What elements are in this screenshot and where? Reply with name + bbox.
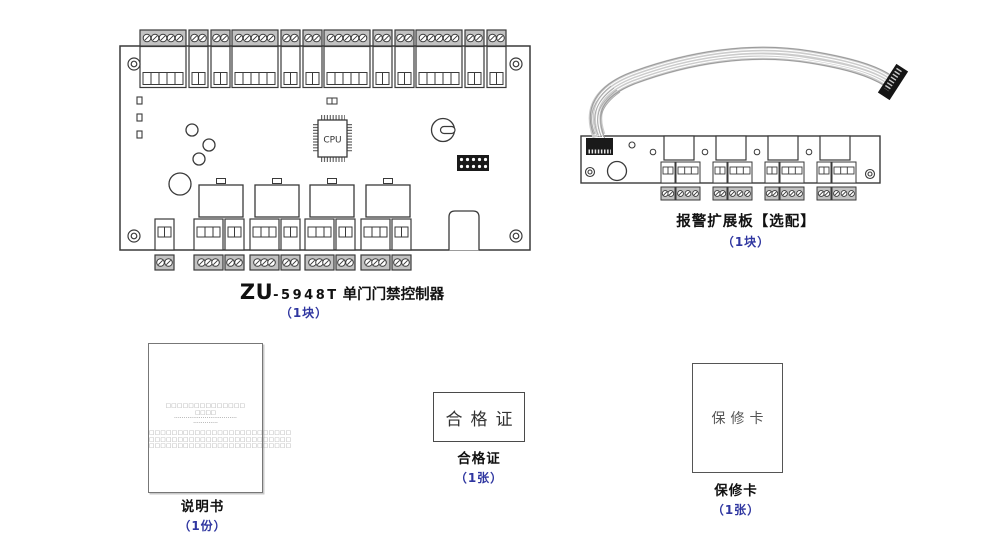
- manual-placeholder-line: ·············: [193, 420, 218, 427]
- manual-name: 说明书: [180, 499, 225, 515]
- certificate-card-text: 合格证: [445, 409, 521, 430]
- certificate-card: 合格证: [433, 392, 525, 442]
- ribbon-cable: [588, 46, 891, 139]
- warranty-qty: （1张）: [711, 503, 761, 517]
- manual-placeholder-line: □□□□□□□□□□□□□□□□□□□□□□□□□: [149, 436, 292, 443]
- expansion-board-qty: （1块）: [721, 235, 771, 249]
- controller-board-graphic: CPU: [119, 24, 531, 284]
- manual-page-text: □□□□□□□□□□□□□□ □□□□ ····················…: [149, 402, 292, 450]
- controller-model-suffix: -5948T: [273, 288, 339, 303]
- manual-placeholder-line: □□□□□□□□□□□□□□: [165, 403, 246, 409]
- expansion-board-graphic: [580, 46, 909, 225]
- status-led: [136, 96, 143, 139]
- trimmer-icon: [430, 117, 456, 143]
- buzzer: [606, 160, 628, 182]
- cpu-label: CPU: [323, 136, 341, 146]
- expansion-board-name: 报警扩展板【选配】: [676, 214, 816, 230]
- manual-placeholder-line: □□□□□□□□□□□□□□□□□□□□□□□□□: [149, 430, 292, 436]
- certificate-name: 合格证: [457, 451, 501, 467]
- edge-connector: [448, 210, 480, 251]
- pin-header: [457, 155, 489, 171]
- manual-card: □□□□□□□□□□□□□□ □□□□ ····················…: [148, 343, 292, 493]
- controller-qty: （1块）: [279, 306, 329, 320]
- hole: [628, 141, 636, 149]
- certificate-label: 合格证 （1张）: [429, 447, 529, 486]
- mounting-hole-icon: [864, 168, 876, 180]
- expansion-board-label: 报警扩展板【选配】 （1块）: [621, 210, 871, 250]
- manual-placeholder-line: ·································: [174, 415, 237, 422]
- certificate-qty: （1张）: [454, 471, 504, 485]
- warranty-card-text: 保修卡: [711, 411, 769, 427]
- warranty-label: 保修卡 （1张）: [686, 479, 786, 518]
- manual-placeholder-line: □□□□□□□□□□□□□□□□□□□□□□□□□: [149, 443, 292, 449]
- manual-placeholder-line: □□□□: [195, 410, 216, 416]
- controller-model-prefix: ZU: [239, 280, 274, 304]
- capacitor: [168, 123, 216, 196]
- manual-qty: （1份）: [178, 519, 227, 533]
- controller-name: 单门门禁控制器: [342, 287, 445, 303]
- mounting-hole-icon: [584, 166, 596, 178]
- warranty-card: 保修卡: [692, 363, 783, 473]
- manual-label: 说明书 （1份）: [145, 495, 260, 534]
- relay: [649, 135, 851, 161]
- warranty-name: 保修卡: [714, 483, 758, 499]
- cpu-chip: CPU: [313, 115, 352, 162]
- cable-connector: [877, 63, 909, 101]
- board-connector: [586, 138, 613, 155]
- jumper: [326, 97, 338, 105]
